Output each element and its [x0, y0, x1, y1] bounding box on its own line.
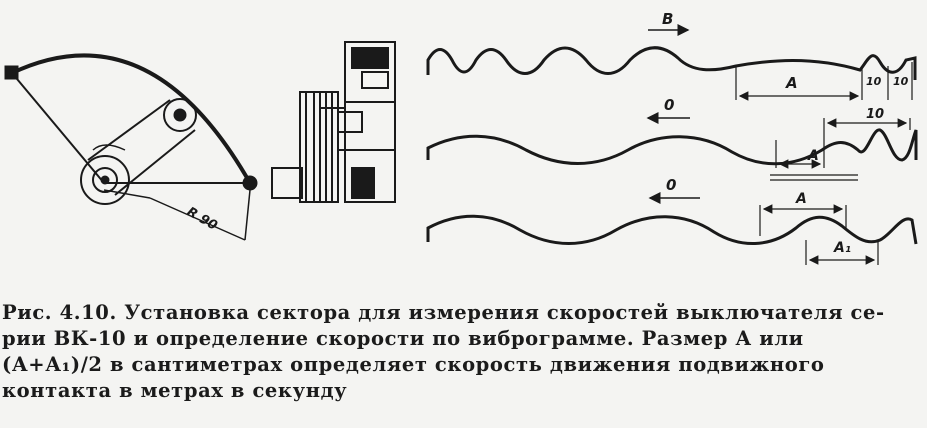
figure-caption: Рис. 4.10. Установка сектора для измерен…: [2, 300, 922, 404]
wave-1-direction-label: В: [662, 10, 673, 28]
wave-3-direction-label: 0: [666, 176, 676, 194]
wave-2-dim-a: А: [807, 148, 819, 164]
sector-drawing: R 90: [4, 53, 258, 241]
upper-hub: [163, 98, 197, 132]
sector-arc: [11, 53, 252, 184]
wave-3-trace: [426, 214, 918, 245]
caption-line-1: Рис. 4.10. Установка сектора для измерен…: [2, 301, 885, 324]
vibrogram-3: 0 А А₁: [426, 174, 918, 265]
wave-1-trace: [426, 46, 917, 80]
breaker-side-view: [271, 41, 396, 203]
wave-1-dim-b: 10: [866, 75, 882, 88]
caption-line-4: контакта в метрах в секунду: [2, 379, 348, 402]
figure-drawing: R 90 В А 10 10 0: [4, 10, 918, 265]
wave-3-dim-a1: А₁: [833, 240, 851, 256]
wave-3-dim-a: А: [795, 191, 807, 207]
wave-2-dim-b: 10: [866, 107, 884, 122]
wave-1-dim-c: 10: [893, 75, 909, 88]
lower-hub: [80, 155, 130, 205]
wave-2-direction-label: 0: [664, 96, 674, 114]
vibrogram-1: В А 10 10: [426, 10, 917, 101]
figure: R 90 В А 10 10 0: [4, 10, 918, 265]
sector-radius-label: R 90: [184, 204, 220, 233]
contact-point: [242, 175, 258, 191]
sector-edge-left: [11, 72, 105, 184]
vibrogram-2: 0 А 10: [426, 96, 918, 169]
caption-line-3: (А+А₁)/2 в сантиметрах определяет скорос…: [2, 353, 825, 376]
caption-line-2: рии ВК-10 и определение скорости по вибр…: [2, 327, 804, 350]
wave-1-dim-a: А: [785, 74, 798, 92]
wave-2-trace: [426, 128, 918, 166]
